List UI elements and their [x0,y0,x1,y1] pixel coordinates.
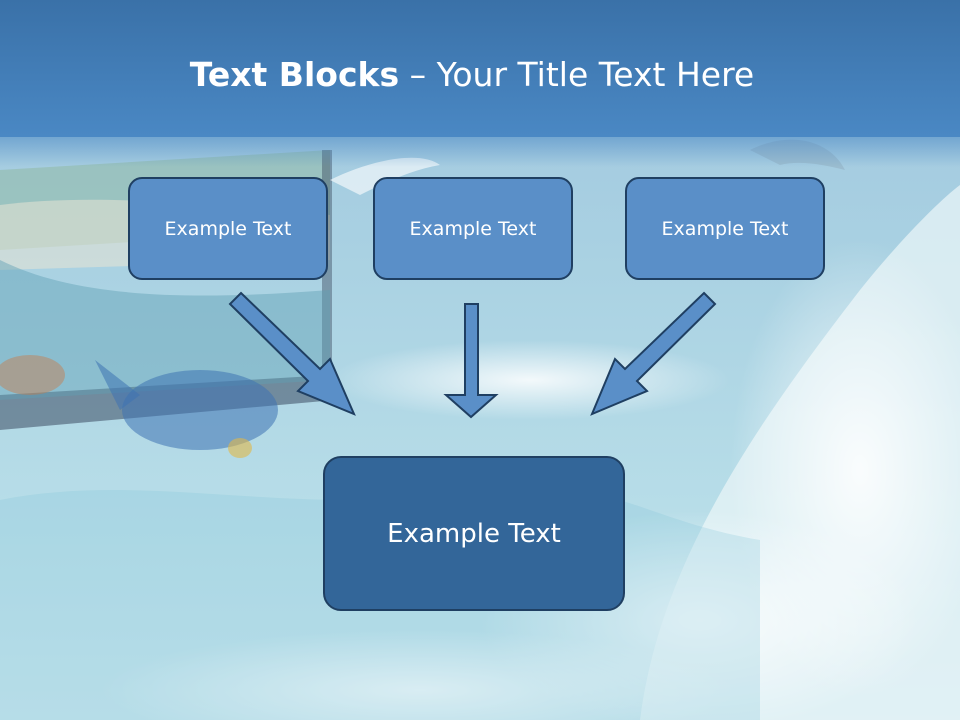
arrow-right-to-bottom [590,291,717,416]
slide-title-bold: Text Blocks [189,55,400,94]
slide-title-rest: – Your Title Text Here [409,55,755,94]
text-box-bottom[interactable]: Example Text [323,456,625,611]
text-box-bottom-label: Example Text [387,518,561,549]
text-box-right-label: Example Text [661,217,789,240]
text-box-center-label: Example Text [409,217,537,240]
title-band [0,0,960,137]
arrow-left-to-bottom [228,291,356,416]
text-box-center[interactable]: Example Text [373,177,573,280]
text-box-left-label: Example Text [164,217,292,240]
arrow-center-to-bottom [443,303,499,419]
text-box-left[interactable]: Example Text [128,177,328,280]
title-band-fade [0,137,960,167]
slide-title: Text Blocks – Your Title Text Here [0,52,944,98]
text-box-right[interactable]: Example Text [625,177,825,280]
